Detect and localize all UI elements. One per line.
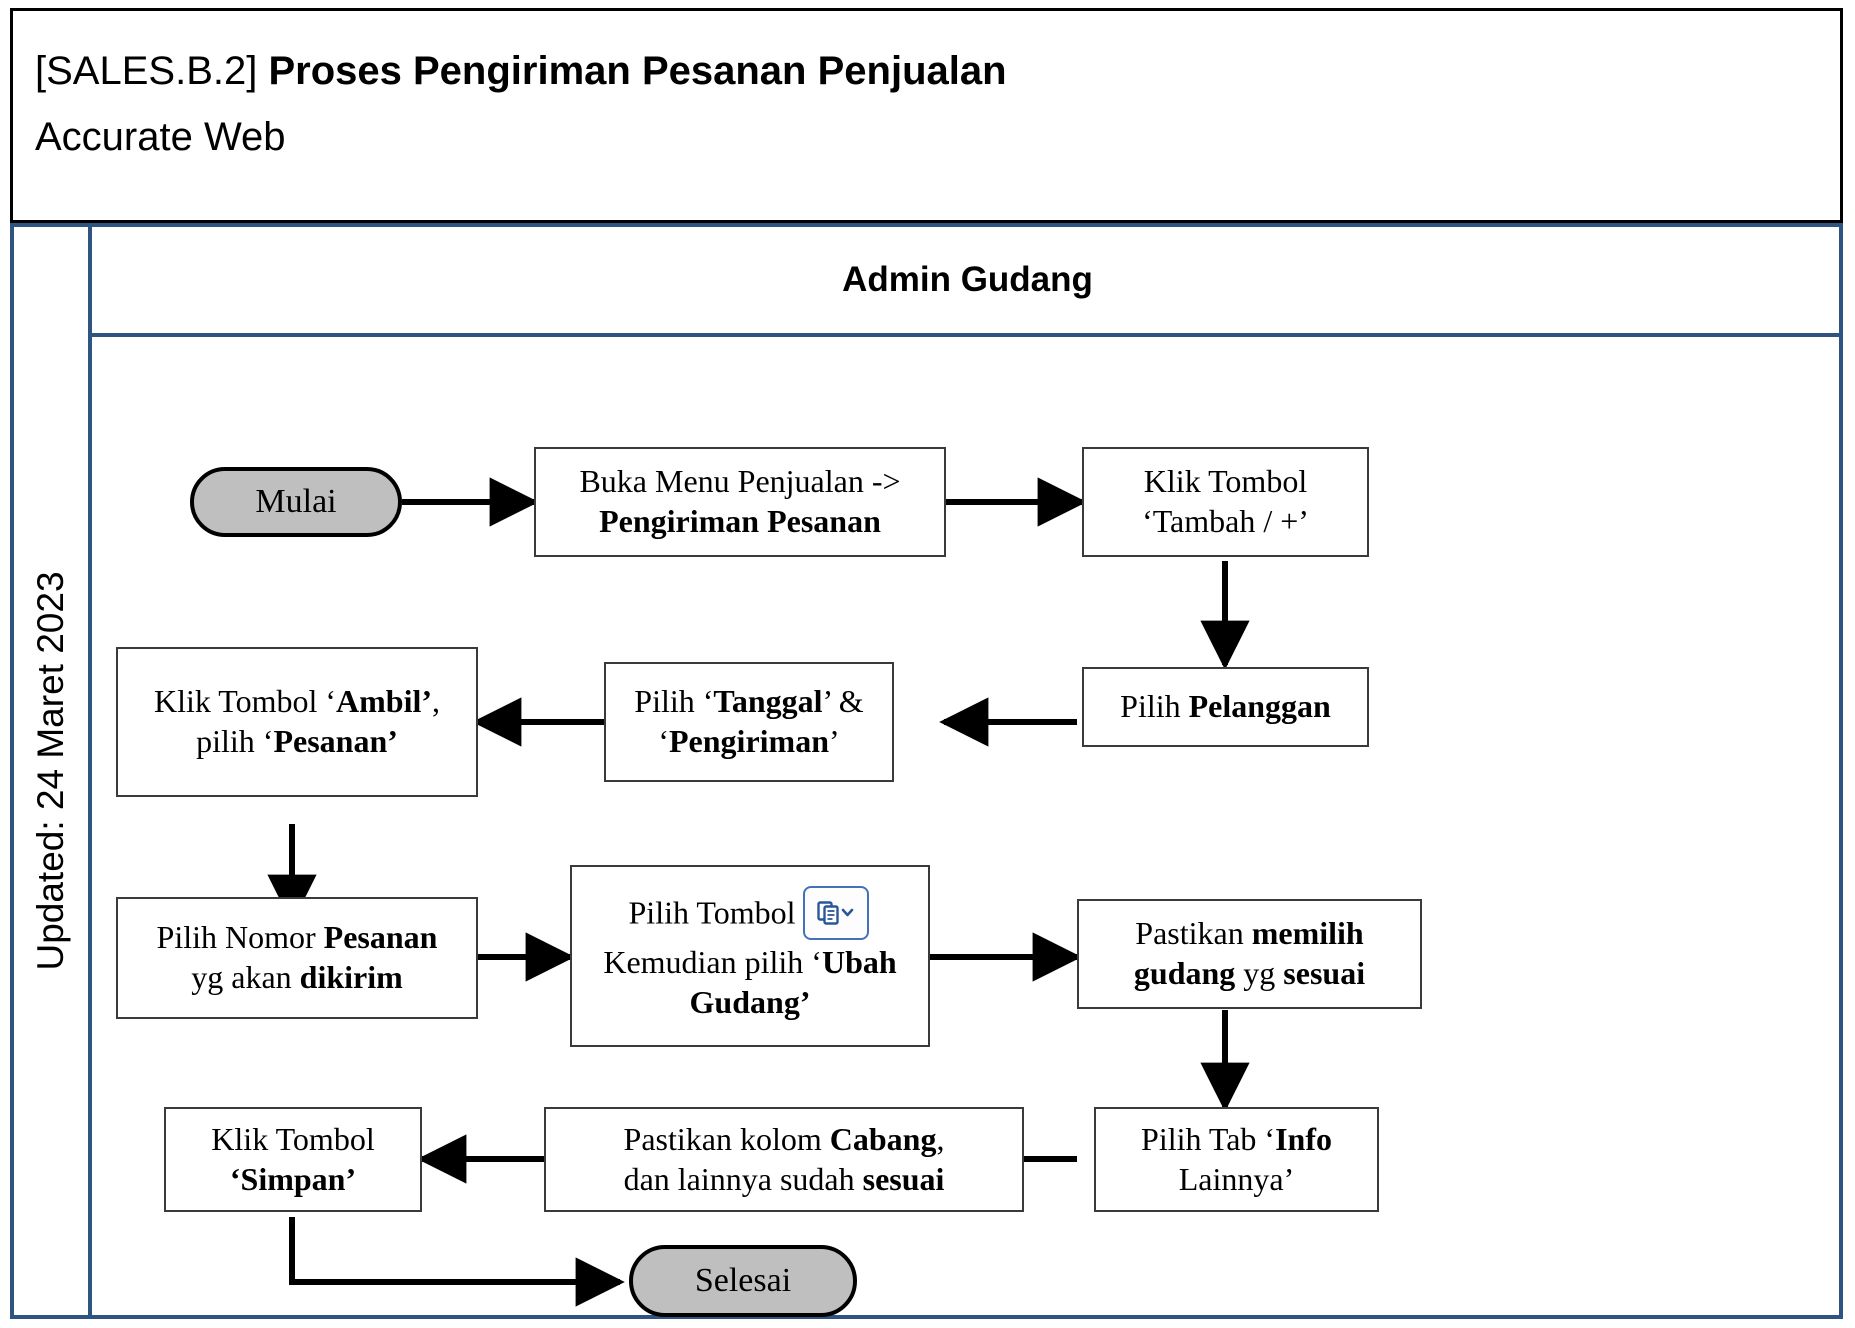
node-mulai[interactable]: Mulai	[190, 467, 402, 537]
node-pastikan-cabang-l1-pre: Pastikan kolom	[623, 1120, 830, 1157]
node-pilih-pelanggan[interactable]: Pilih Pelanggan	[1082, 667, 1369, 747]
node-pastikan-gudang-l2-bold2: sesuai	[1283, 955, 1366, 991]
node-pastikan-gudang-l1-bold: memilih	[1251, 915, 1364, 952]
node-klik-ambil-l2-bold: Pesanan’	[273, 723, 398, 759]
document-header: [SALES.B.2] Proses Pengiriman Pesanan Pe…	[10, 8, 1843, 223]
node-klik-tambah[interactable]: Klik Tombol ‘Tambah / +’	[1082, 447, 1369, 557]
node-klik-simpan[interactable]: Klik Tombol ‘Simpan’	[164, 1107, 422, 1212]
flowchart-canvas: Mulai Buka Menu Penjualan -> Pengiriman …	[92, 337, 1843, 1317]
node-pilih-nomor[interactable]: Pilih Nomor Pesanan yg akan dikirim	[116, 897, 478, 1019]
node-pilih-tanggal-l1-pre: Pilih ‘	[634, 683, 714, 720]
node-buka-menu-line1: Buka Menu Penjualan ->	[579, 463, 901, 500]
node-pilih-pelanggan-prefix: Pilih	[1120, 688, 1189, 725]
lane-header: Admin Gudang	[92, 227, 1843, 337]
node-selesai-label: Selesai	[694, 1261, 792, 1299]
node-mulai-label: Mulai	[255, 482, 337, 520]
copy-dropdown-icon[interactable]	[803, 886, 870, 941]
node-pastikan-cabang-l2-bold: sesuai	[862, 1160, 945, 1197]
node-ubah-gudang-l2-bold: Ubah	[821, 944, 897, 981]
node-buka-menu-line2: Pengiriman Pesanan	[599, 503, 881, 539]
node-pilih-nomor-l2-bold: dikirim	[299, 959, 403, 995]
copy-dropdown-icon-glyph	[817, 901, 854, 926]
node-tab-info[interactable]: Pilih Tab ‘Info Lainnya’	[1094, 1107, 1379, 1212]
node-selesai[interactable]: Selesai	[629, 1245, 857, 1317]
node-pilih-tanggal-l2-pre: ‘	[658, 723, 669, 759]
node-buka-menu[interactable]: Buka Menu Penjualan -> Pengiriman Pesana…	[534, 447, 946, 557]
node-klik-tambah-line1: Klik Tombol	[1143, 463, 1308, 500]
node-pilih-pelanggan-bold: Pelanggan	[1188, 688, 1331, 725]
document-code: [SALES.B.2]	[35, 49, 258, 93]
node-pilih-tanggal-l1-bold: Tanggal	[713, 683, 823, 720]
node-pastikan-gudang-l2-bold1: gudang	[1133, 955, 1236, 991]
node-tab-info-l1-pre: Pilih Tab ‘	[1141, 1120, 1276, 1157]
node-klik-ambil-l1-pre: Klik Tombol ‘	[153, 683, 337, 720]
node-klik-ambil-l1-bold: Ambil’	[336, 683, 433, 720]
node-pastikan-cabang-l1-post: ,	[936, 1120, 945, 1157]
node-klik-ambil-l2-pre: pilih ‘	[196, 723, 274, 759]
node-pilih-tanggal-l2-bold: Pengiriman	[669, 723, 829, 759]
lane-title: Admin Gudang	[842, 260, 1093, 299]
node-klik-tambah-line2: ‘Tambah / +’	[1142, 503, 1309, 539]
node-klik-ambil-l1-post: ,	[432, 683, 441, 720]
updated-sidebar: Updated: 24 Maret 2023	[14, 227, 92, 1315]
node-pilih-nomor-l1-pre: Pilih Nomor	[156, 919, 324, 956]
updated-label: Updated: 24 Maret 2023	[30, 571, 71, 971]
edge-klik-simpan-to-end	[289, 1217, 625, 1307]
node-klik-ambil[interactable]: Klik Tombol ‘Ambil’, pilih ‘Pesanan’	[116, 647, 478, 797]
node-ubah-gudang-l3-bold: Gudang’	[689, 984, 811, 1020]
document-subtitle: Accurate Web	[35, 115, 286, 159]
node-tab-info-l1-bold: Info	[1275, 1120, 1332, 1157]
node-pastikan-cabang[interactable]: Pastikan kolom Cabang, dan lainnya sudah…	[544, 1107, 1024, 1212]
node-ubah-gudang-l1: Pilih Tombol	[628, 894, 796, 931]
node-pastikan-gudang-l1-pre: Pastikan	[1135, 915, 1252, 952]
node-pilih-tanggal-l2-post: ’	[828, 723, 840, 759]
node-pilih-tanggal-l1-post: ’ &	[822, 683, 864, 720]
node-pilih-nomor-l2-pre: yg akan	[191, 959, 300, 995]
document-title: Proses Pengiriman Pesanan Penjualan	[268, 49, 1007, 93]
node-ubah-gudang[interactable]: Pilih Tombol Kemudian pilih ‘Ubah Gudang…	[570, 865, 930, 1047]
node-klik-simpan-l2-bold: ‘Simpan’	[229, 1160, 357, 1197]
node-tab-info-l2: Lainnya’	[1178, 1160, 1295, 1197]
node-pilih-tanggal[interactable]: Pilih ‘Tanggal’ & ‘Pengiriman’	[604, 662, 894, 782]
swimlane-frame: Updated: 24 Maret 2023 Admin Gudang	[10, 223, 1843, 1319]
node-ubah-gudang-l2-pre: Kemudian pilih ‘	[603, 944, 822, 981]
node-pastikan-cabang-l2-pre: dan lainnya sudah	[623, 1160, 863, 1197]
page-title: [SALES.B.2] Proses Pengiriman Pesanan Pe…	[35, 49, 1007, 94]
node-pastikan-gudang-l2-mid: yg	[1235, 955, 1284, 991]
node-pilih-nomor-l1-bold: Pesanan	[323, 919, 438, 956]
node-pastikan-cabang-l1-bold: Cabang	[829, 1120, 937, 1157]
node-pastikan-gudang[interactable]: Pastikan memilih gudang yg sesuai	[1077, 899, 1422, 1009]
node-klik-simpan-l1: Klik Tombol	[211, 1120, 375, 1157]
